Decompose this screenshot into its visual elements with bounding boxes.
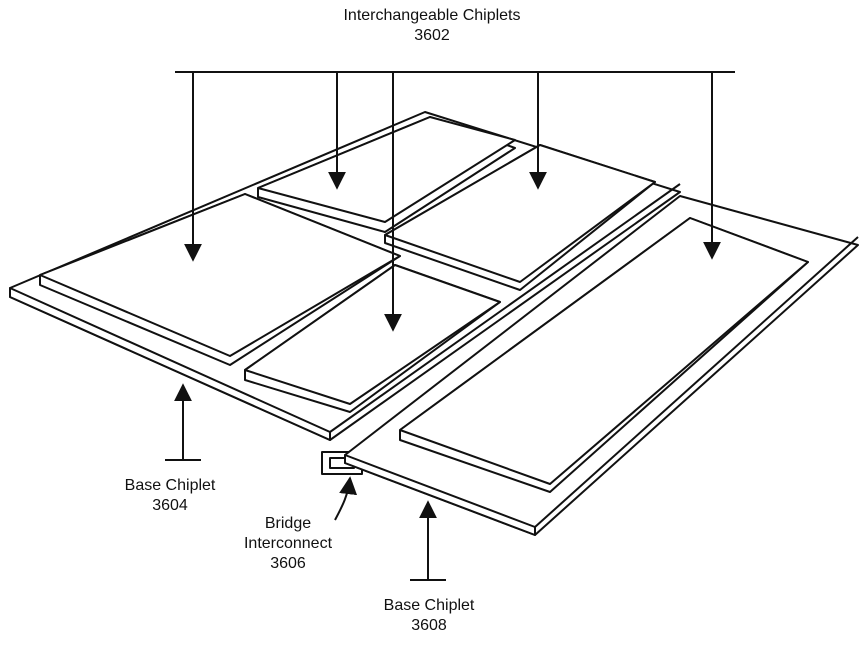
base-chiplet-3604-leader <box>165 383 201 461</box>
label-base-chiplet-3608: Base Chiplet 3608 <box>354 596 504 636</box>
chiplet-center-small <box>244 264 501 413</box>
chiplet-top-left <box>257 116 516 233</box>
bridge-leader <box>334 476 358 521</box>
interchangeable-leaders <box>175 71 735 332</box>
chiplet-right-long <box>399 217 809 493</box>
label-base-chiplet-right-name: Base Chiplet <box>383 597 475 614</box>
label-base-chiplet-right-ref: 3608 <box>411 617 447 634</box>
label-base-chiplet-left-name: Base Chiplet <box>124 477 216 494</box>
label-bridge-ref: 3606 <box>270 555 306 572</box>
label-base-chiplet-3604: Base Chiplet 3604 <box>110 476 230 516</box>
label-interchangeable-chiplets: Interchangeable Chiplets 3602 <box>332 6 532 46</box>
chiplet-top-right <box>384 144 656 291</box>
label-interchangeable-ref: 3602 <box>414 27 450 44</box>
base-chiplet-3608-leader <box>410 500 446 581</box>
label-interchangeable-name: Interchangeable Chiplets <box>343 7 521 24</box>
label-bridge-interconnect: Bridge Interconnect 3606 <box>218 514 358 574</box>
label-bridge-line2: Interconnect <box>243 535 333 552</box>
label-bridge-line1: Bridge <box>264 515 312 532</box>
chiplet-left-large <box>39 193 401 366</box>
label-base-chiplet-left-ref: 3604 <box>152 497 188 514</box>
